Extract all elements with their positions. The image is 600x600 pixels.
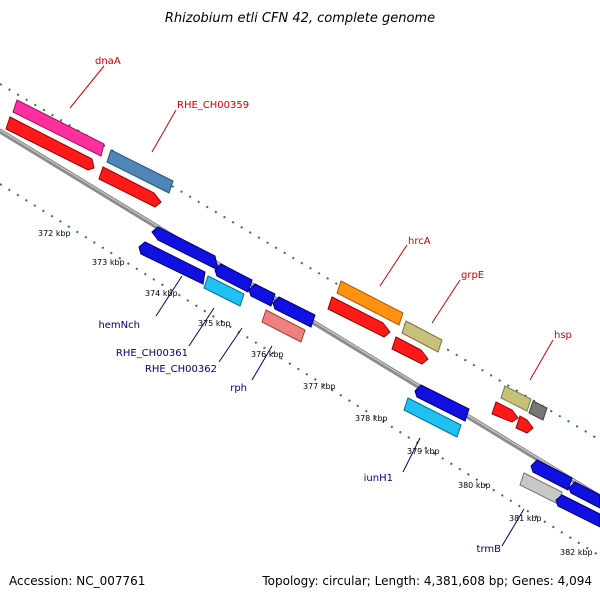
label-hrcA[interactable]: hrcA xyxy=(408,236,431,247)
gene-iunH1-cds[interactable] xyxy=(403,397,462,438)
label-RHE_CH00361[interactable]: RHE_CH00361 xyxy=(116,348,188,359)
gene-RHE_CH00361-cds[interactable] xyxy=(203,275,245,307)
kbp-label: 379 kbp xyxy=(407,447,440,456)
kbp-label: 375 kbp xyxy=(198,319,231,328)
gene-hsp-cds[interactable] xyxy=(491,401,519,423)
callout-hsp xyxy=(529,339,554,381)
label-trmB[interactable]: trmB xyxy=(477,544,502,555)
callout-hrcA xyxy=(379,244,408,287)
gene-hsp[interactable] xyxy=(500,385,532,412)
reverse-strand-genes xyxy=(138,226,600,528)
callout-iunH1 xyxy=(402,437,421,473)
kbp-label: 374 kbp xyxy=(145,289,178,298)
kbp-scale: 372 kbp 373 kbp 374 kbp 375 kbp 376 kbp … xyxy=(38,229,593,557)
gene-trmB-2[interactable] xyxy=(568,481,600,509)
gene-trmB[interactable] xyxy=(530,459,573,491)
callout-lines xyxy=(69,65,554,547)
gene-rph-cds[interactable] xyxy=(261,309,306,343)
accession-text: Accession: NC_007761 xyxy=(9,574,145,588)
kbp-label: 373 kbp xyxy=(92,258,125,267)
gene-RHE_CH00361[interactable] xyxy=(214,263,253,293)
label-iunH1[interactable]: iunH1 xyxy=(364,473,393,484)
inner-tick-row xyxy=(0,183,600,557)
kbp-label: 381 kbp xyxy=(509,514,542,523)
gene-dnaA[interactable] xyxy=(12,99,105,157)
callout-RHE_CH00359 xyxy=(151,109,177,153)
callout-RHE_CH00361 xyxy=(188,307,215,347)
gene-dnaA-cds[interactable] xyxy=(5,116,95,171)
label-grpE[interactable]: grpE xyxy=(461,270,484,281)
gene-hemNch-cds[interactable] xyxy=(138,241,206,285)
kbp-label: 372 kbp xyxy=(38,229,71,238)
kbp-label: 376 kbp xyxy=(251,350,284,359)
kbp-label: 382 kbp xyxy=(560,548,593,557)
outer-tick-row xyxy=(0,83,600,441)
gene-hsp-cds2[interactable] xyxy=(515,415,534,434)
gene-RHE_CH00362[interactable] xyxy=(248,283,276,307)
label-hemNch[interactable]: hemNch xyxy=(98,320,140,331)
gene-rph[interactable] xyxy=(272,296,316,328)
kbp-label: 378 kbp xyxy=(355,414,388,423)
gene-hrcA[interactable] xyxy=(336,280,404,326)
gene-grpE[interactable] xyxy=(401,320,443,353)
label-rph[interactable]: rph xyxy=(230,383,247,394)
callout-dnaA xyxy=(69,65,105,109)
gene-RHE_CH00359-cds[interactable] xyxy=(98,166,162,208)
kbp-label: 380 kbp xyxy=(458,481,491,490)
gene-iunH1[interactable] xyxy=(414,384,470,422)
gene-hemNch[interactable] xyxy=(151,226,219,271)
callout-trmB xyxy=(501,508,525,547)
gene-hsp-grey[interactable] xyxy=(528,400,548,421)
label-RHE_CH00359[interactable]: RHE_CH00359 xyxy=(177,100,249,111)
tick-rows xyxy=(0,83,600,557)
label-RHE_CH00362[interactable]: RHE_CH00362 xyxy=(145,364,217,375)
gene-labels: dnaA RHE_CH00359 hrcA grpE hsp hemNch RH… xyxy=(95,56,572,555)
gene-hrcA-cds[interactable] xyxy=(327,296,391,338)
topology-text: Topology: circular; Length: 4,381,608 bp… xyxy=(261,574,592,588)
map-title: Rhizobium etli CFN 42, complete genome xyxy=(165,11,435,26)
gene-grpE-cds[interactable] xyxy=(391,336,429,365)
forward-strand-genes xyxy=(5,99,548,434)
gene-trmB-cds[interactable] xyxy=(555,494,600,528)
callout-grpE xyxy=(431,279,461,324)
callout-hemNch xyxy=(155,275,183,317)
callout-RHE_CH00362 xyxy=(218,327,243,363)
kbp-label: 377 kbp xyxy=(303,382,336,391)
label-dnaA[interactable]: dnaA xyxy=(95,56,121,67)
callout-rph xyxy=(251,345,273,381)
label-hsp[interactable]: hsp xyxy=(554,330,572,341)
gene-RHE_CH00359[interactable] xyxy=(106,149,174,194)
